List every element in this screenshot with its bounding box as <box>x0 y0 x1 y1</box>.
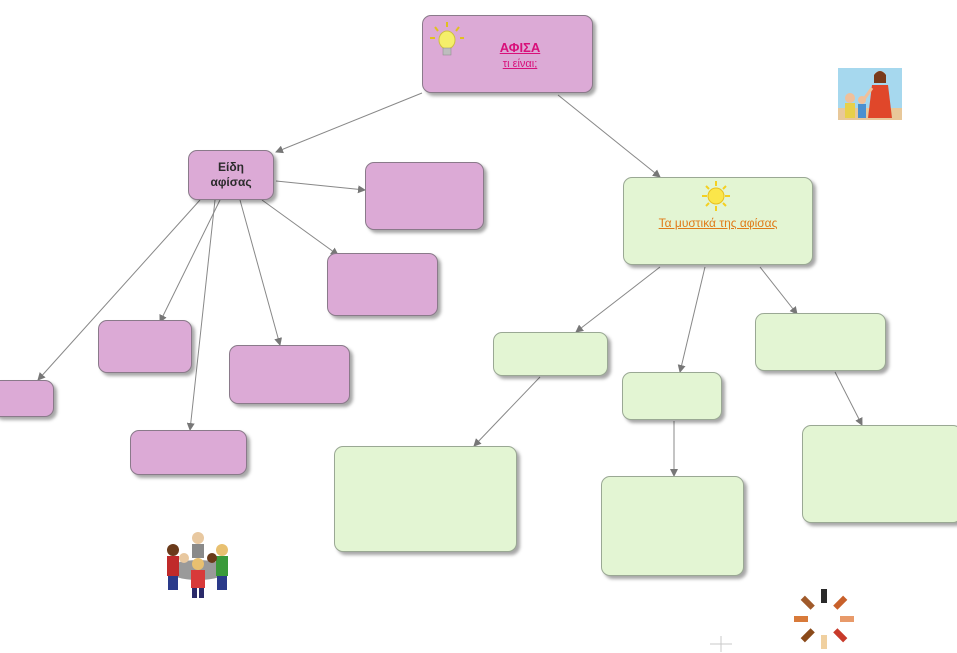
connector-g3-to-g6 <box>834 371 863 426</box>
element-box-4[interactable] <box>334 446 517 552</box>
elements-node-title: Τα μυστικά της αφίσας <box>658 216 778 230</box>
connector-root-to-types <box>275 92 423 154</box>
sun-icon <box>698 180 734 212</box>
root-title: ΑΦΙΣΑ <box>499 40 541 55</box>
root-subtitle: τι είναι; <box>502 58 538 70</box>
connector-elements-to-g1 <box>575 266 661 333</box>
connector-g1-to-g4 <box>473 376 541 447</box>
type-box-2[interactable] <box>327 253 438 316</box>
connector-types-to-box4 <box>159 199 221 323</box>
connector-elements-to-g3 <box>759 266 798 315</box>
teacher-children-icon <box>838 68 902 120</box>
type-box-6[interactable] <box>0 380 54 417</box>
type-box-4[interactable] <box>98 320 192 373</box>
element-box-1[interactable] <box>493 332 608 376</box>
connector-types-to-box5 <box>186 199 216 431</box>
connector-types-to-box2 <box>261 199 339 256</box>
connector-types-to-box1 <box>275 180 366 194</box>
hands-circle-icon <box>792 587 856 649</box>
root-node[interactable]: ΑΦΙΣΑ τι είναι; <box>422 15 593 93</box>
type-box-3[interactable] <box>229 345 350 404</box>
plus-icon <box>710 636 732 652</box>
connector-types-to-box6 <box>37 199 201 381</box>
element-box-2[interactable] <box>622 372 722 420</box>
element-box-3[interactable] <box>755 313 886 371</box>
elements-node[interactable]: Τα μυστικά της αφίσας <box>623 177 813 265</box>
lightbulb-icon <box>427 20 465 60</box>
types-node[interactable]: Είδη αφίσας <box>188 150 274 200</box>
connector-elements-to-g2 <box>677 266 706 373</box>
type-box-5[interactable] <box>130 430 247 475</box>
type-box-1[interactable] <box>365 162 484 230</box>
element-box-6[interactable] <box>802 425 957 523</box>
element-box-5[interactable] <box>601 476 744 576</box>
types-node-line1: Είδη <box>218 160 244 174</box>
connector-root-to-elements <box>557 94 661 178</box>
types-node-line2: αφίσας <box>210 175 252 189</box>
connector-types-to-box3 <box>239 199 282 346</box>
children-table-icon <box>160 528 236 600</box>
